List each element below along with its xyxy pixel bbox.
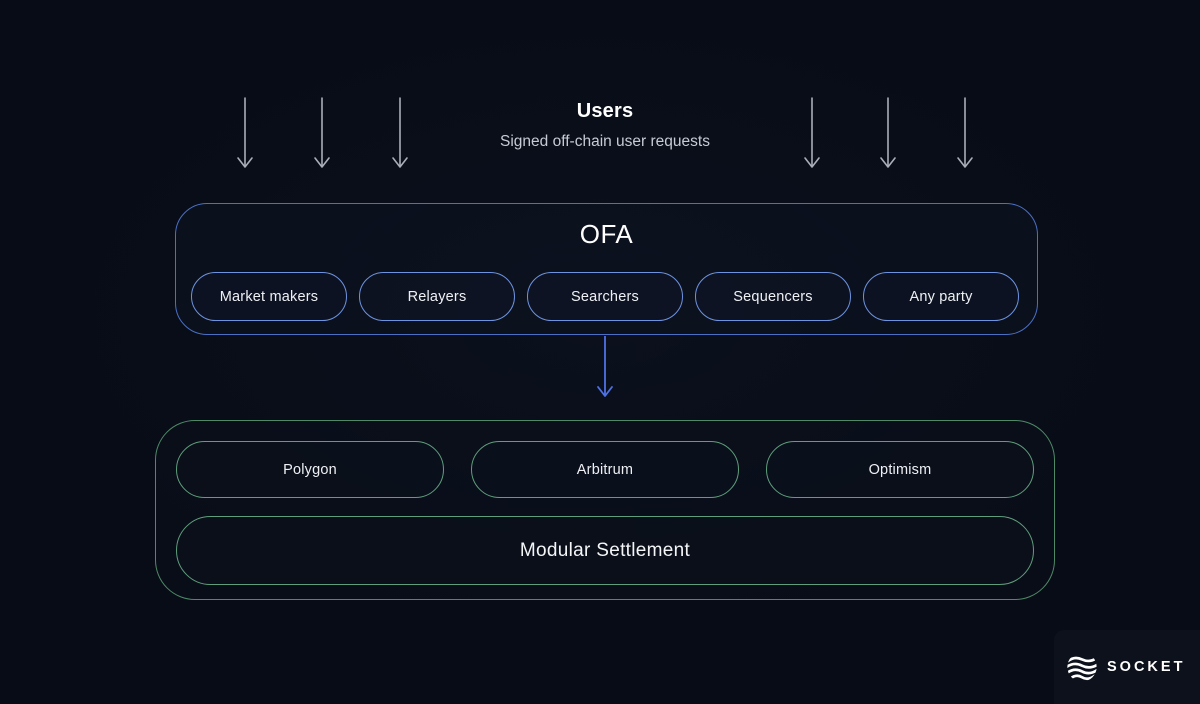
chain-pill-arbitrum: Arbitrum [471,441,739,498]
settlement-container: Polygon Arbitrum Optimism Modular Settle… [155,420,1055,600]
users-header: Users Signed off-chain user requests [355,100,855,151]
ofa-title: OFA [579,219,634,249]
arrow-down-icon [956,96,974,176]
actor-pill-any-party: Any party [863,272,1019,321]
arrow-down-icon [879,96,897,176]
chain-pill-optimism: Optimism [766,441,1034,498]
actor-pill-relayers: Relayers [359,272,515,321]
arrow-down-icon [391,96,409,176]
connector-arrow-down-icon [595,335,615,406]
ofa-actors-row: Market makers Relayers Searchers Sequenc… [191,272,1019,321]
actor-pill-searchers: Searchers [527,272,683,321]
brand-row: SOCKET [1066,651,1185,683]
chains-row: Polygon Arbitrum Optimism [176,441,1034,498]
actor-pill-sequencers: Sequencers [695,272,851,321]
users-subtitle: Signed off-chain user requests [500,133,710,150]
brand-card: SOCKET [1054,630,1200,704]
ofa-container: OFA Market makers Relayers Searchers Seq… [175,203,1038,335]
brand-wordmark: SOCKET [1107,659,1186,675]
chain-pill-polygon: Polygon [176,441,444,498]
arrow-down-icon [236,96,254,176]
users-title: Users [576,100,634,122]
socket-logo-icon [1066,651,1098,683]
actor-pill-market-makers: Market makers [191,272,347,321]
arrow-down-icon [313,96,331,176]
arrow-down-icon [803,96,821,176]
modular-settlement-box: Modular Settlement [176,516,1034,585]
